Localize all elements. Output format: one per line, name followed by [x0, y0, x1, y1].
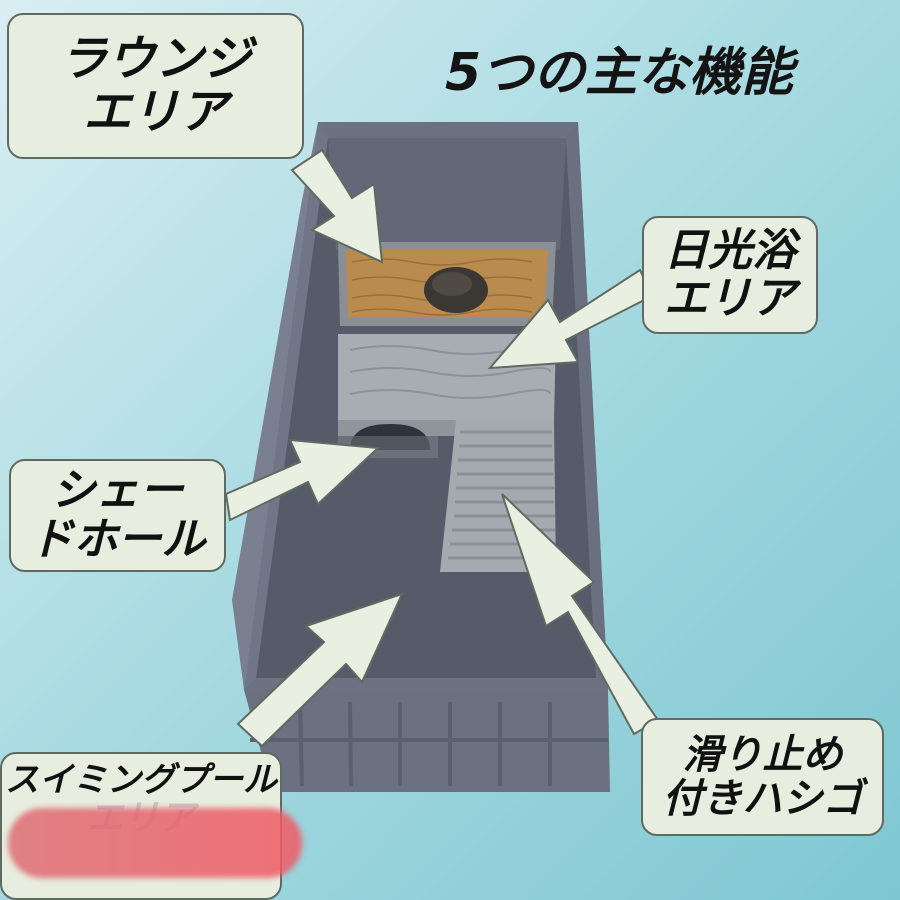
- callout-shade-line2: ドホール: [29, 513, 206, 565]
- arrow-ladder: [501, 493, 660, 736]
- callout-basking-area: 日光浴 エリア: [642, 216, 818, 334]
- callout-shade-line1: シェー: [51, 465, 184, 517]
- callout-basking-line2: エリア: [664, 273, 796, 324]
- callout-swim-line1: スイミングプール: [5, 760, 277, 800]
- callout-basking-line1: 日光浴: [664, 224, 796, 276]
- tank-back-wall: [328, 138, 566, 250]
- callout-lounge-line2: エリア: [83, 84, 228, 140]
- blurred-watermark: [8, 808, 302, 878]
- turtle-shell-highlight: [432, 272, 472, 296]
- callout-nonslip-ladder: 滑り止め 付きハシゴ: [641, 718, 884, 836]
- callout-arrows: [224, 148, 660, 748]
- arrow-shade: [224, 438, 381, 522]
- shade-hole: [350, 424, 430, 450]
- tank-left-exterior: [232, 122, 318, 690]
- tank-front-ribs: [250, 701, 608, 787]
- arrow-basking: [487, 268, 654, 370]
- arrow-swim: [236, 592, 404, 748]
- tank-left-wall: [244, 122, 328, 690]
- arrow-lounge: [290, 148, 384, 264]
- callout-lounge-line1: ラウンジ: [59, 31, 252, 88]
- callout-shade-hole: シェー ドホール: [9, 459, 226, 572]
- callout-ladder-line1: 滑り止め: [682, 732, 843, 778]
- tank-right-wall: [566, 122, 608, 690]
- page-title: 5つの主な機能: [445, 43, 794, 103]
- callout-lounge-area: ラウンジ エリア: [7, 13, 304, 159]
- callout-ladder-line2: 付きハシゴ: [662, 776, 863, 822]
